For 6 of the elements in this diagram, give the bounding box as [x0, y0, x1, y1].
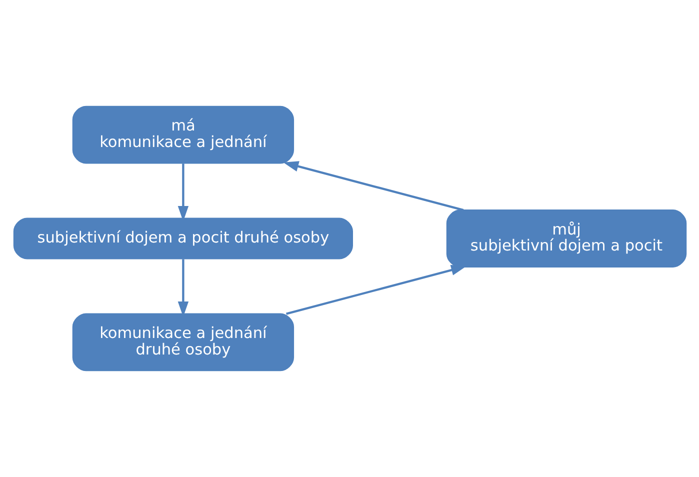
node-box: subjektivní dojem a pocit druhé osoby — [12, 218, 352, 260]
arrow — [286, 264, 466, 315]
arrow — [282, 161, 464, 212]
node-box: můj subjektivní dojem a pocit — [446, 210, 686, 268]
node-box: má komunikace a jednání — [72, 106, 294, 164]
node-box: komunikace a jednání druhé osoby — [72, 313, 294, 372]
